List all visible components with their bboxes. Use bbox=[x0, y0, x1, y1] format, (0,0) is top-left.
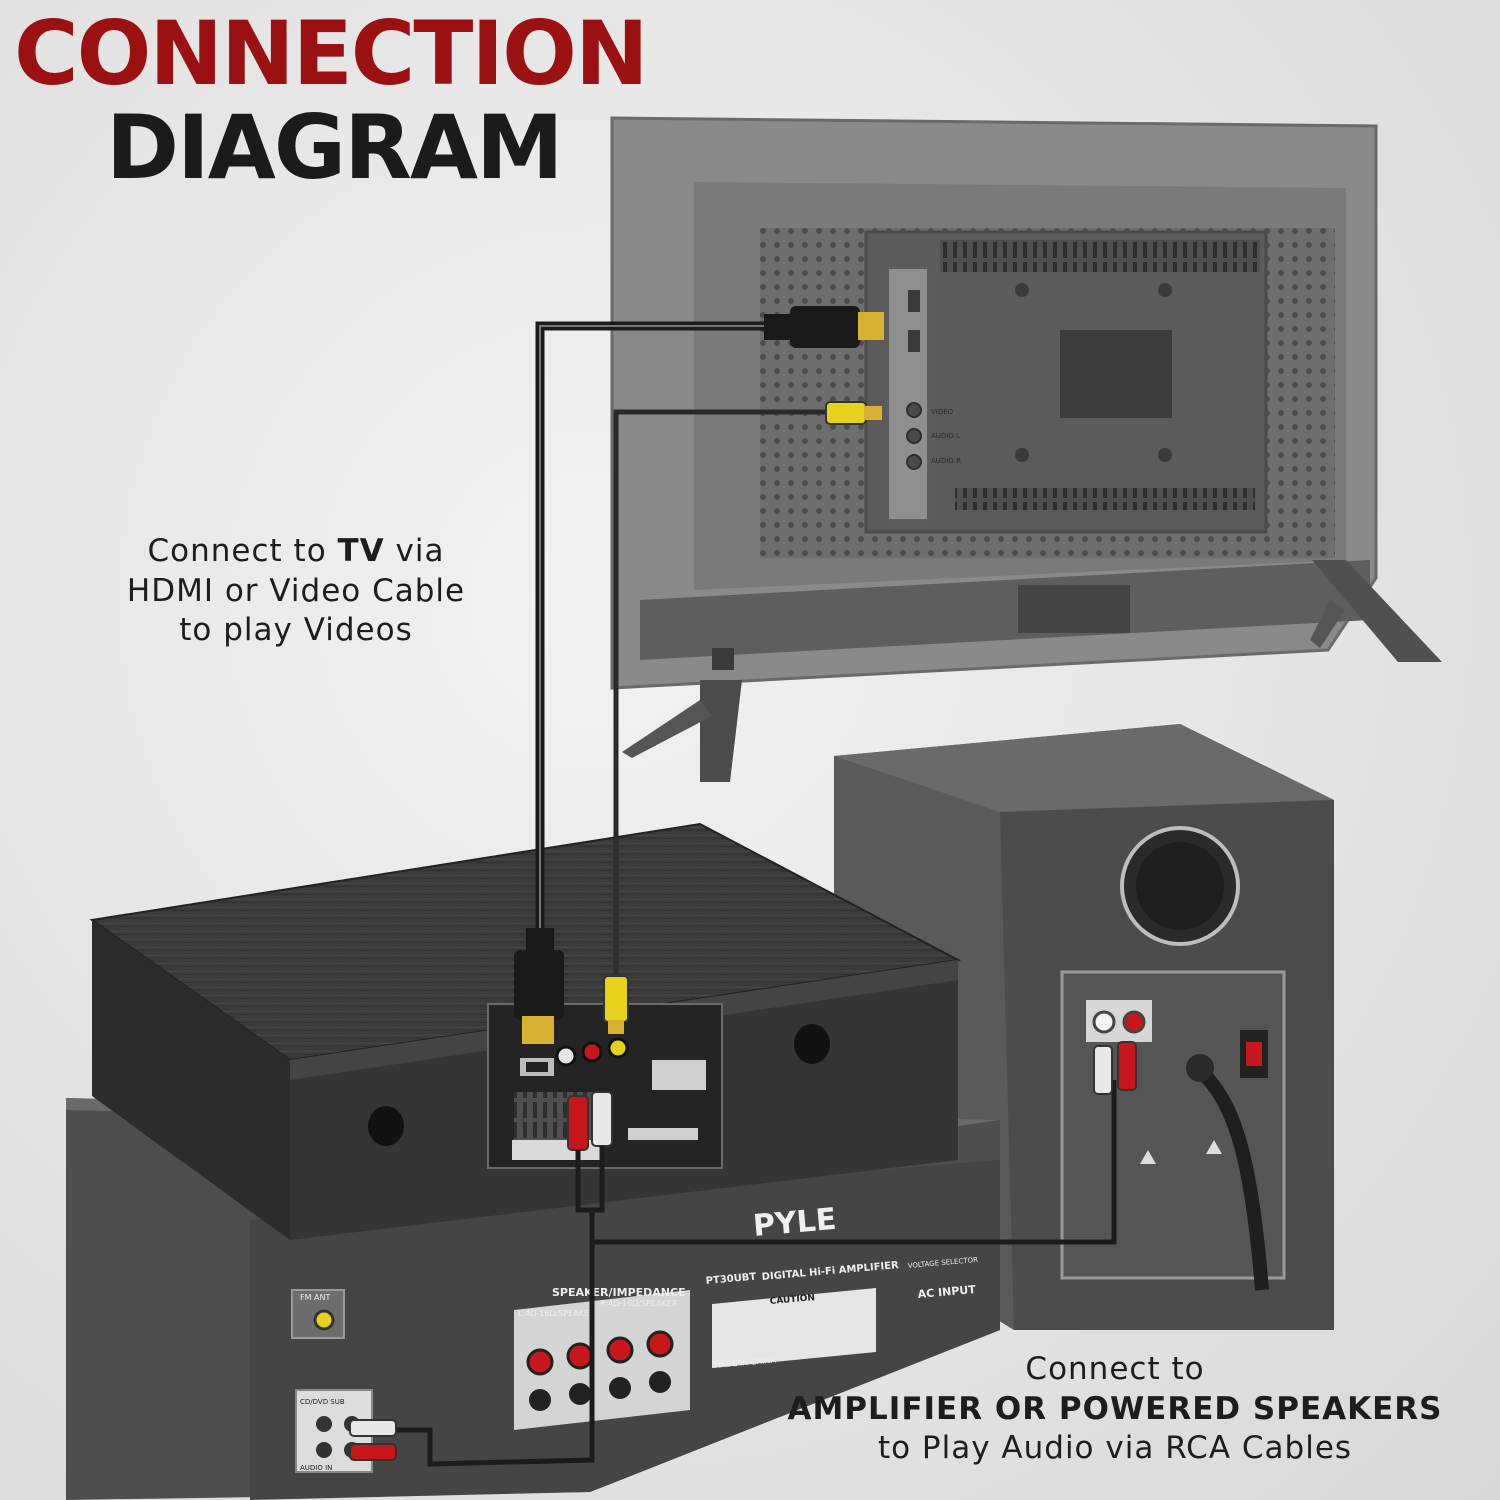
caption-tv-line3: to play Videos bbox=[179, 612, 413, 649]
amp-model: PT30UBT bbox=[705, 1272, 757, 1287]
caption-tv-line1-a: Connect to bbox=[147, 533, 338, 569]
caption-tv-line2: HDMI or Video Cable bbox=[126, 572, 466, 609]
caption-connect-tv: Connect to TV via HDMI or Video Cable to… bbox=[96, 532, 496, 651]
tv-video-label: VIDEO bbox=[931, 408, 954, 416]
rca-cable bbox=[386, 1150, 595, 1467]
caption-audio-line1: Connect to bbox=[1025, 1351, 1205, 1387]
amp-speaker-left-spec: L:4Ω-16Ω/SPEAKER bbox=[518, 1309, 595, 1318]
title-diagram: DIAGRAM bbox=[106, 96, 564, 199]
tv-back: VIDEO AUDIO L AUDIO R bbox=[610, 116, 1442, 782]
amp-ac-input: AC INPUT bbox=[917, 1283, 977, 1301]
media-player-box bbox=[89, 822, 962, 1240]
caption-tv-line1-b: TV bbox=[337, 533, 385, 569]
caption-audio-line3: to Play Audio via RCA Cables bbox=[877, 1430, 1353, 1467]
amp-caution-label: CAUTION bbox=[769, 1293, 815, 1307]
video-cable bbox=[613, 409, 836, 980]
amp-audio-in-label: AUDIO IN bbox=[300, 1464, 332, 1472]
caption-connect-audio: Connect to AMPLIFIER OR POWERED SPEAKERS… bbox=[760, 1350, 1470, 1469]
tv-audio-l-label: AUDIO L bbox=[931, 432, 960, 440]
amp-speaker-impedance-label: SPEAKER/IMPEDANCE bbox=[552, 1286, 686, 1299]
amp-cd-dvd-sub-label: CD/DVD SUB bbox=[300, 1398, 345, 1406]
caption-tv-line1: Connect to TV via bbox=[96, 532, 496, 572]
amp-brand: PYLE bbox=[752, 1202, 838, 1244]
amp-speaker-right-spec: R:4Ω-16Ω/SPEAKER bbox=[600, 1299, 678, 1308]
tv-audio-r-label: AUDIO R bbox=[931, 457, 961, 465]
amp-fm-ant-label: FM ANT bbox=[300, 1293, 331, 1302]
title-connection: CONNECTION bbox=[14, 2, 649, 105]
cables bbox=[349, 306, 1137, 1467]
caption-audio-line2: AMPLIFIER OR POWERED SPEAKERS bbox=[787, 1390, 1443, 1427]
caption-tv-line1-c: via bbox=[384, 533, 445, 569]
